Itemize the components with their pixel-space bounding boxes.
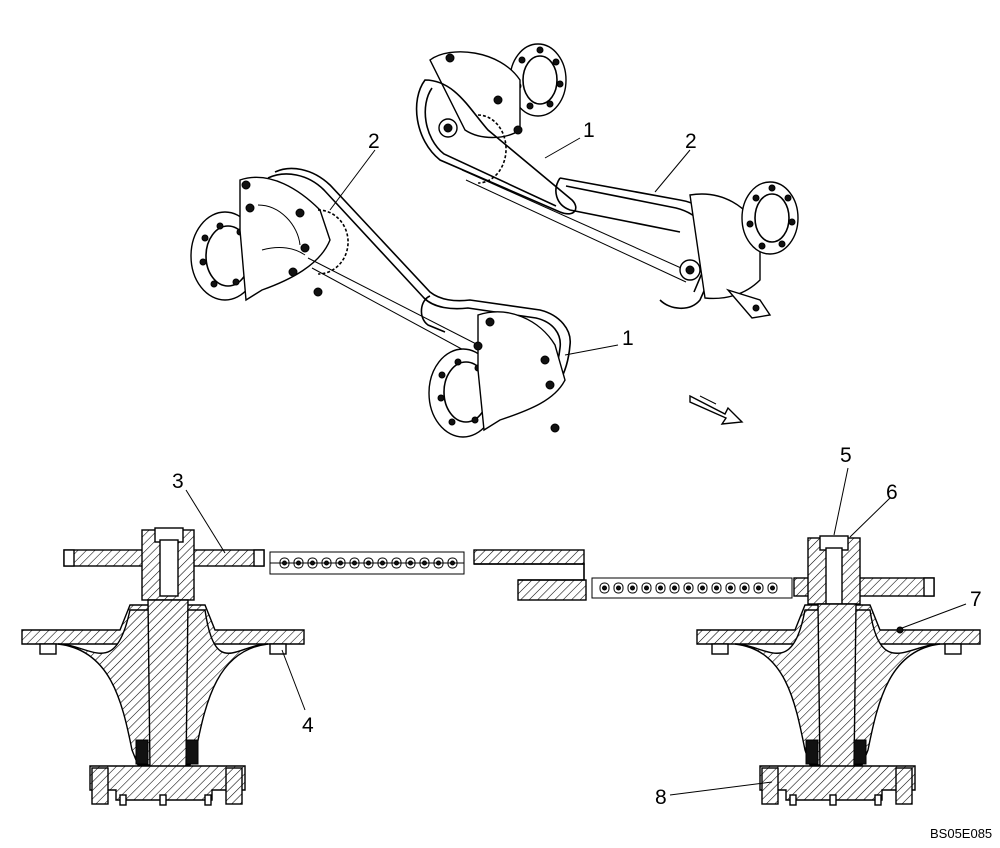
chain-guide-block	[473, 549, 585, 565]
callout-2b: 2	[685, 130, 697, 153]
drawing-code: BS05E085	[930, 826, 992, 841]
right-drive-chain	[461, 169, 691, 283]
callout-8: 8	[655, 786, 667, 809]
leader-lines	[185, 137, 967, 796]
callout-5: 5	[840, 444, 852, 467]
callout-4: 4	[302, 714, 314, 737]
right-housing-upper	[429, 51, 521, 139]
right-axle-shaft	[817, 603, 857, 771]
left-drive-chain	[307, 257, 489, 361]
left-housing-upper	[239, 176, 331, 302]
right-drive-assembly	[415, 43, 799, 319]
callout-6: 6	[886, 481, 898, 504]
callout-7: 7	[970, 588, 982, 611]
left-axle-shaft	[147, 599, 189, 771]
direction-arrow	[689, 394, 744, 425]
left-drive-assembly	[190, 167, 571, 438]
callout-3: 3	[172, 470, 184, 493]
chain-links-lower	[599, 582, 778, 594]
callout-1a: 1	[583, 119, 595, 142]
callout-2a: 2	[368, 130, 380, 153]
left-wheel-hub	[89, 765, 246, 801]
left-section-view	[21, 527, 305, 806]
callout-1b: 1	[622, 327, 634, 350]
left-housing-lower	[477, 311, 566, 432]
right-wheel-hub	[759, 765, 916, 801]
right-section-view	[696, 535, 981, 806]
left-chain-guide-2	[274, 167, 571, 399]
chain-section-view	[269, 549, 793, 601]
